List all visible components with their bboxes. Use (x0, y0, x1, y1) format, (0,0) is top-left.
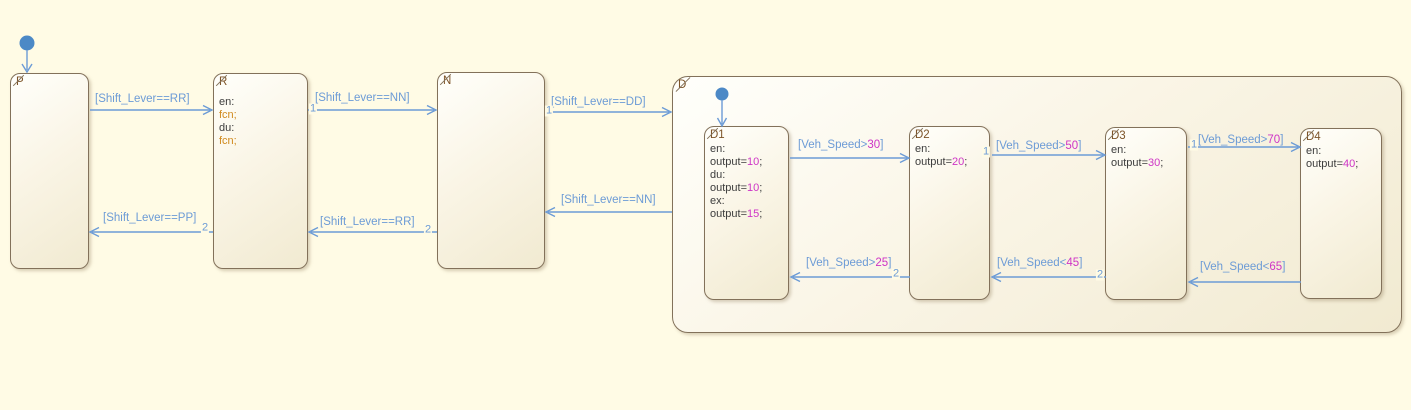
transition-label-p-to-r[interactable]: [Shift_Lever==RR] (95, 93, 190, 105)
state-action-line: fcn; (219, 109, 237, 121)
transition-d-to-n[interactable] (544, 206, 672, 218)
state-title: D2 (915, 129, 930, 141)
state-D1[interactable]: D1 en: output=10; du: output=10; ex: out… (704, 126, 789, 300)
transition-order-d2-to-d1: 2 (891, 267, 901, 280)
state-action-line: output=10; (710, 182, 763, 194)
transition-label-d2-to-d1[interactable]: [Veh_Speed>25] (806, 257, 892, 269)
arrowhead-icon (307, 226, 319, 238)
arrowhead-icon (789, 271, 801, 283)
transition-label-r-to-p[interactable]: [Shift_Lever==PP] (103, 212, 197, 224)
arrowhead-icon (899, 152, 911, 164)
transition-label-d3-to-d4[interactable]: [Veh_Speed>70] (1198, 134, 1284, 146)
state-P[interactable]: P (10, 73, 89, 269)
state-action-line: en: (710, 143, 726, 155)
transition-d2-to-d1[interactable] (789, 271, 910, 283)
state-action-line: fcn; (219, 135, 237, 147)
state-D2[interactable]: D2 en: output=20; (909, 126, 990, 300)
transition-order-n-to-r: 2 (423, 223, 433, 236)
state-title: D1 (710, 129, 725, 141)
state-actions: en: output=40; (1301, 144, 1381, 171)
state-title: R (219, 76, 228, 88)
state-action-line: ex: (710, 195, 725, 207)
transition-label-d3-to-d2[interactable]: [Veh_Speed<45] (997, 257, 1083, 269)
state-actions: en: output=20; (910, 142, 989, 169)
state-action-line: output=10; (710, 156, 763, 168)
initial-transition-D[interactable] (715, 87, 729, 128)
state-R[interactable]: R en: fcn; du: fcn; (213, 73, 308, 269)
transition-label-r-to-n[interactable]: [Shift_Lever==NN] (315, 92, 410, 104)
arrowhead-icon (202, 104, 214, 116)
transition-label-d2-to-d3[interactable]: [Veh_Speed>50] (996, 140, 1082, 152)
state-actions: en: output=30; (1106, 143, 1186, 170)
transition-order-d2-to-d3: 1 (981, 145, 991, 158)
transition-label-d-to-n[interactable]: [Shift_Lever==NN] (561, 194, 656, 206)
state-D3[interactable]: D3 en: output=30; (1105, 127, 1187, 300)
canvas-bottom-margin (0, 410, 1411, 419)
initial-transition-chart[interactable] (19, 35, 35, 74)
state-D4[interactable]: D4 en: output=40; (1300, 128, 1382, 299)
state-title: N (443, 75, 452, 87)
transition-d2-to-d3[interactable] (992, 149, 1107, 161)
arrowhead-icon (990, 271, 1002, 283)
state-title: D3 (1111, 130, 1126, 142)
state-N[interactable]: N (437, 72, 545, 269)
transition-d4-to-d3[interactable] (1187, 276, 1301, 288)
arrowhead-icon (1095, 149, 1107, 161)
transition-r-to-n[interactable] (308, 104, 438, 116)
state-title: D4 (1306, 131, 1321, 143)
transition-label-d4-to-d3[interactable]: [Veh_Speed<65] (1200, 261, 1286, 273)
state-action-line: en: (915, 143, 931, 155)
transition-label-n-to-d[interactable]: [Shift_Lever==DD] (551, 96, 646, 108)
arrowhead-icon (1187, 276, 1199, 288)
state-action-line: output=15; (710, 208, 763, 220)
transition-label-n-to-r[interactable]: [Shift_Lever==RR] (320, 216, 415, 228)
arrowhead-icon (716, 117, 728, 128)
state-action-line: en: (1306, 145, 1322, 157)
transition-n-to-d[interactable] (546, 106, 673, 118)
state-action-line: output=40; (1306, 158, 1359, 170)
initial-state-dot (715, 87, 729, 101)
transition-order-r-to-p: 2 (200, 221, 210, 234)
state-action-line: en: (219, 96, 235, 108)
transition-p-to-r[interactable] (90, 104, 214, 116)
transition-n-to-r[interactable] (307, 226, 437, 238)
state-action-line: du: (219, 122, 235, 134)
transition-order-r-to-n: 1 (308, 102, 318, 115)
transition-order-d3-to-d4: 1 (1189, 138, 1199, 151)
arrowhead-icon (1290, 141, 1302, 153)
state-action-line: output=30; (1111, 157, 1164, 169)
transition-order-d3-to-d2: 2 (1095, 268, 1105, 281)
state-action-line: output=20; (915, 156, 968, 168)
transition-d1-to-d2[interactable] (790, 152, 911, 164)
transition-d3-to-d2[interactable] (990, 271, 1106, 283)
arrowhead-icon (661, 106, 673, 118)
arrowhead-icon (544, 206, 556, 218)
arrowhead-icon (21, 63, 33, 74)
transition-order-n-to-d: 1 (544, 104, 554, 117)
state-title: D (678, 79, 687, 91)
state-action-line: du: (710, 169, 726, 181)
state-title: P (16, 76, 24, 88)
initial-state-dot (19, 35, 35, 51)
state-action-line: en: (1111, 144, 1127, 156)
state-actions: en: fcn; du: fcn; (214, 89, 307, 148)
state-actions: en: output=10; du: output=10; ex: output… (705, 142, 788, 221)
transition-d3-to-d4[interactable] (1188, 141, 1302, 153)
arrowhead-icon (426, 104, 438, 116)
arrowhead-icon (88, 226, 100, 238)
state-D[interactable]: D D1 en: output=10; du: output=10; ex: o… (672, 76, 1402, 333)
transition-r-to-p[interactable] (88, 226, 213, 238)
transition-label-d1-to-d2[interactable]: [Veh_Speed>30] (798, 139, 884, 151)
